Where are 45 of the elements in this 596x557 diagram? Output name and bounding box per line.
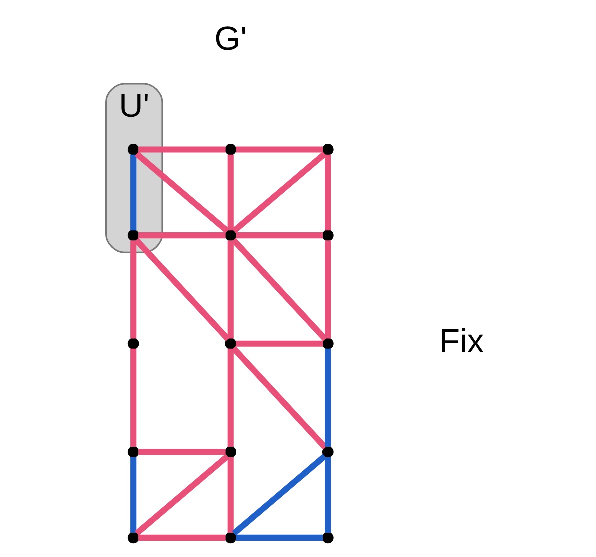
- node-circle: [127, 446, 139, 458]
- node-circle: [322, 338, 334, 350]
- connector: [230, 346, 328, 450]
- connector: [227, 457, 234, 533]
- connector: [232, 454, 326, 536]
- label: G': [214, 20, 247, 58]
- connector: [227, 154, 234, 231]
- connector: [324, 348, 331, 447]
- connector: [134, 238, 230, 342]
- node-circle: [224, 532, 236, 544]
- node-circle: [322, 446, 334, 458]
- node-circle: [127, 230, 139, 242]
- connector: [236, 232, 323, 239]
- node-circle: [127, 532, 139, 544]
- node-circle: [127, 144, 139, 156]
- connector: [138, 146, 226, 153]
- connector: [130, 154, 136, 231]
- node-circle: [322, 144, 334, 156]
- connector: [324, 154, 331, 231]
- node-circle: [224, 144, 236, 156]
- connector: [138, 449, 226, 456]
- node-circle: [224, 338, 236, 350]
- node-circle: [127, 338, 139, 350]
- connector: [138, 534, 226, 541]
- node-circle: [224, 230, 236, 242]
- label: Fix: [439, 323, 484, 360]
- connector: [138, 232, 226, 239]
- connector: [227, 240, 234, 339]
- connector: [230, 238, 328, 342]
- cluster: U': [104, 83, 163, 254]
- connector: [324, 457, 331, 533]
- connector: [130, 240, 136, 339]
- connector: [227, 348, 234, 447]
- node-circle: [322, 532, 334, 544]
- connector: [134, 454, 230, 536]
- connector: [130, 457, 136, 533]
- connector: [236, 340, 323, 347]
- connector: [324, 240, 331, 339]
- connector: [130, 348, 136, 447]
- node-circle: [224, 446, 236, 458]
- connector: [236, 146, 323, 153]
- connector: [134, 152, 229, 234]
- connector: [232, 152, 326, 234]
- connector: [236, 534, 323, 541]
- node-circle: [322, 230, 334, 242]
